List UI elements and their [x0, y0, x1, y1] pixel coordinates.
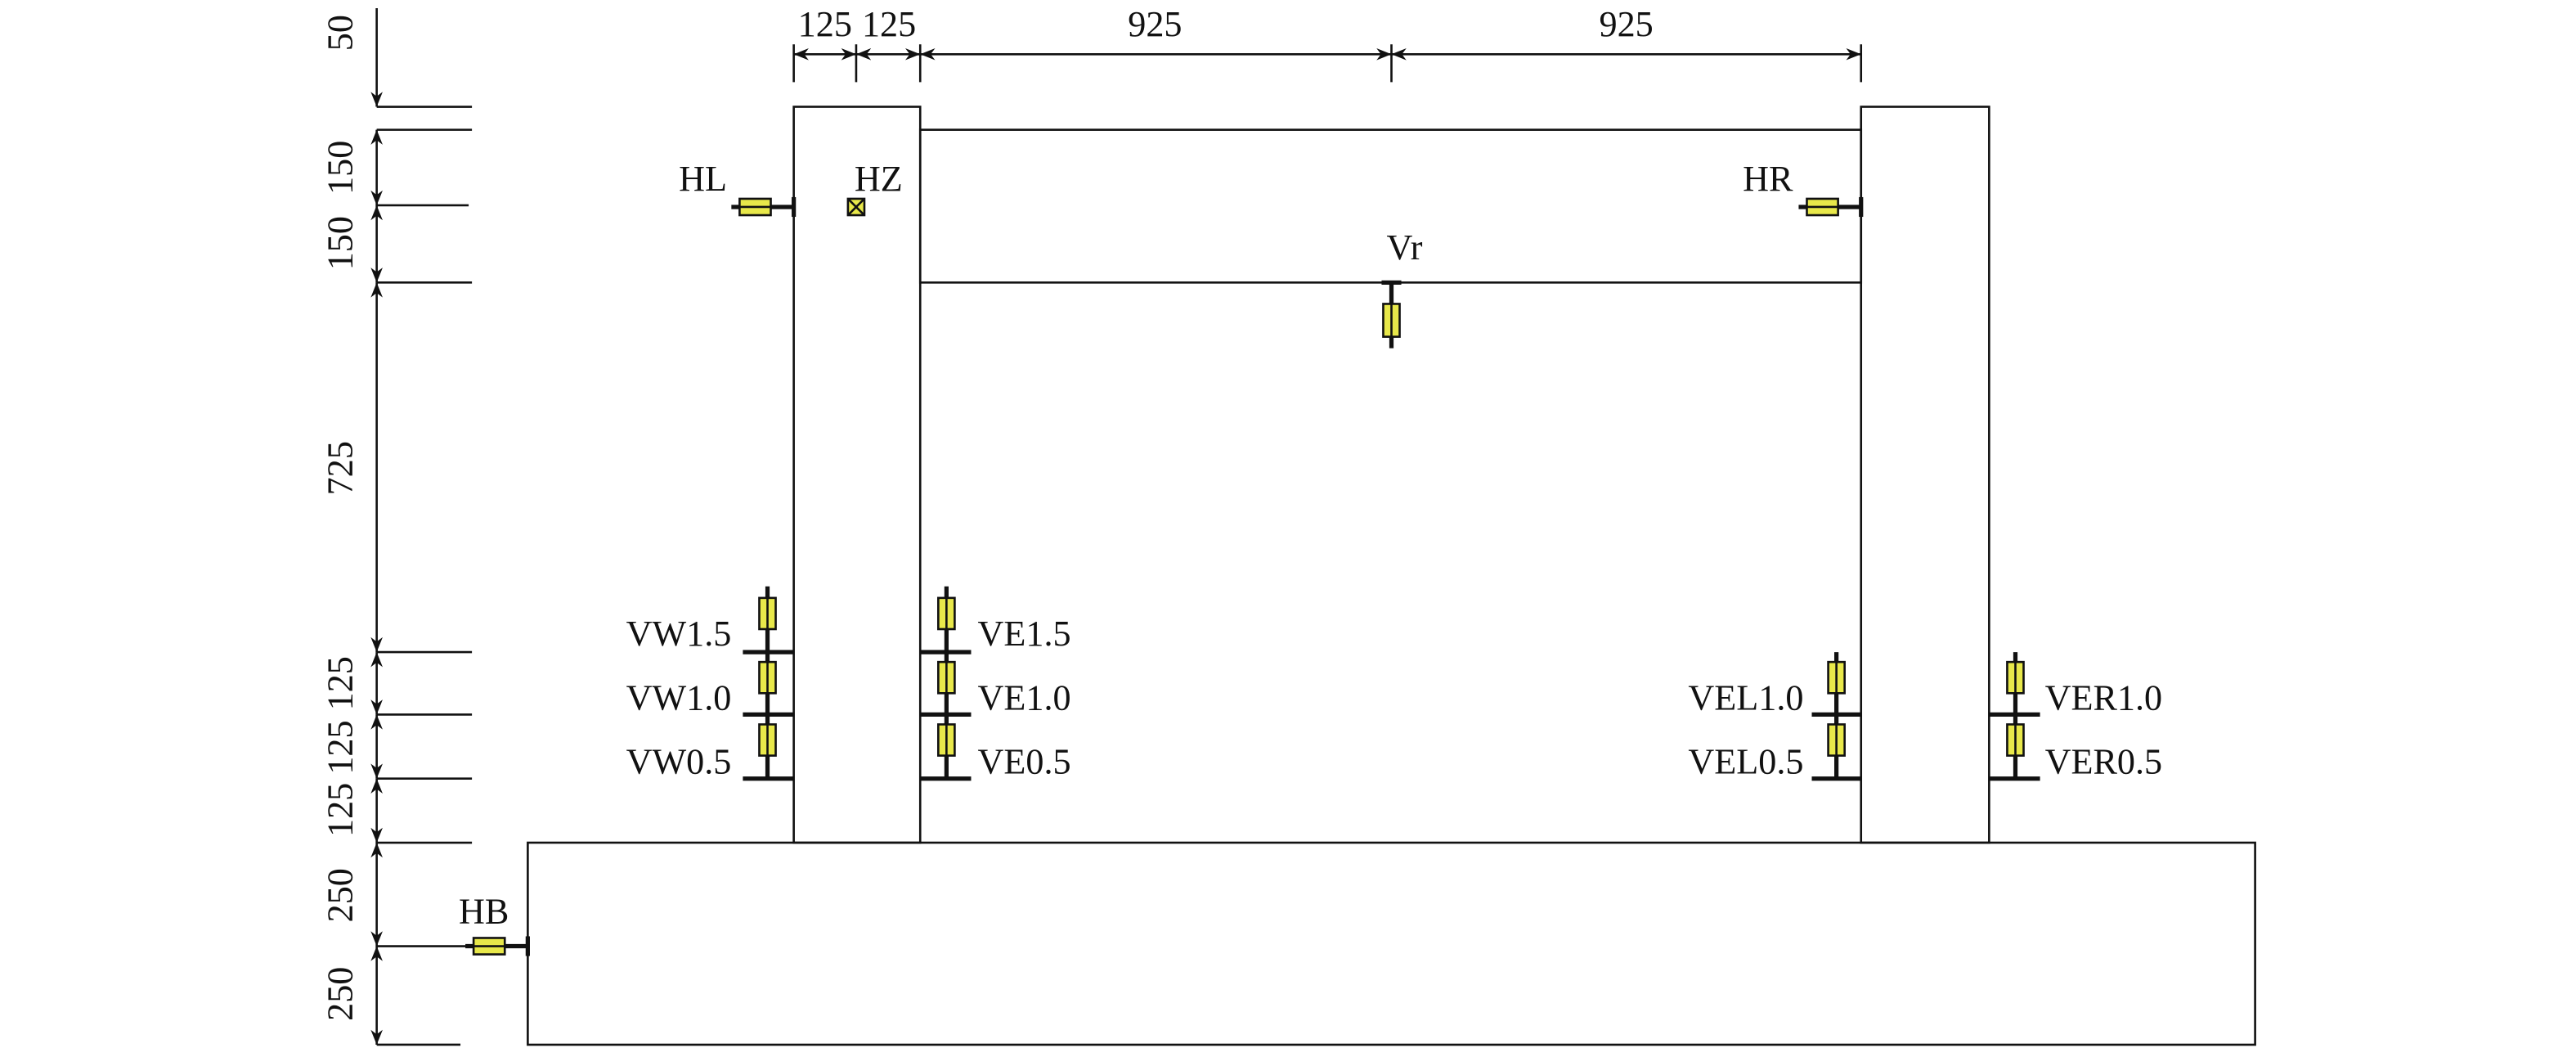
dim-label: 125 [862, 4, 916, 44]
sensor-label: Vr [1386, 227, 1422, 268]
sensor-label: VEL0.5 [1688, 742, 1803, 782]
sensor-label: HL [679, 159, 727, 199]
dim-label: 925 [1128, 4, 1182, 44]
sensor-label: VE1.0 [978, 677, 1071, 717]
sensor-stack-VE: VE1.5 VE1.0 VE0.5 [920, 586, 1071, 782]
dim-label: 725 [321, 441, 361, 495]
dim-label: 150 [321, 216, 361, 270]
sensor-HZ: HZ [846, 159, 903, 217]
sensor-label: VER1.0 [2045, 677, 2163, 717]
dim-label: 125 [321, 783, 361, 837]
sensor-HL: HL [679, 159, 797, 218]
sensor-label: VW0.5 [626, 742, 732, 782]
dim-label: 125 [321, 656, 361, 710]
sensor-label: VEL1.0 [1688, 677, 1803, 717]
dim-label: 125 [798, 4, 852, 44]
sensor-stack-VER: VER1.0 VER0.5 [1989, 652, 2162, 782]
horizontal-dimension-chain: 125 125 925 925 [792, 4, 1863, 83]
dim-label: 250 [321, 967, 361, 1021]
dim-label: 150 [321, 141, 361, 195]
sensor-label: VE1.5 [978, 614, 1071, 654]
sensor-label: VW1.0 [626, 677, 732, 717]
sensor-label: HB [459, 891, 509, 931]
sensor-label: HZ [855, 159, 903, 199]
dim-label: 250 [321, 868, 361, 922]
sensor-label: VE0.5 [978, 742, 1071, 782]
sensor-label: VW1.5 [626, 614, 732, 654]
right-column [1860, 106, 1990, 844]
sensor-Vr: Vr [1381, 227, 1423, 349]
dim-label: 925 [1599, 4, 1653, 44]
dim-label: 50 [321, 15, 361, 51]
base-slab [527, 841, 2256, 1046]
sensor-HB: HB [459, 891, 530, 956]
sensor-stack-VW: VW1.5 VW1.0 VW0.5 [626, 586, 794, 782]
sensor-label: VER0.5 [2045, 742, 2163, 782]
dim-label: 125 [321, 720, 361, 774]
left-column [792, 106, 922, 844]
vertical-dimension-chain: 50 150 150 725 125 125 125 250 250 [321, 8, 473, 1046]
sensor-label: HR [1743, 159, 1793, 199]
sensor-stack-VEL: VEL1.0 VEL0.5 [1688, 652, 1861, 782]
sensor-HR: HR [1743, 159, 1864, 218]
